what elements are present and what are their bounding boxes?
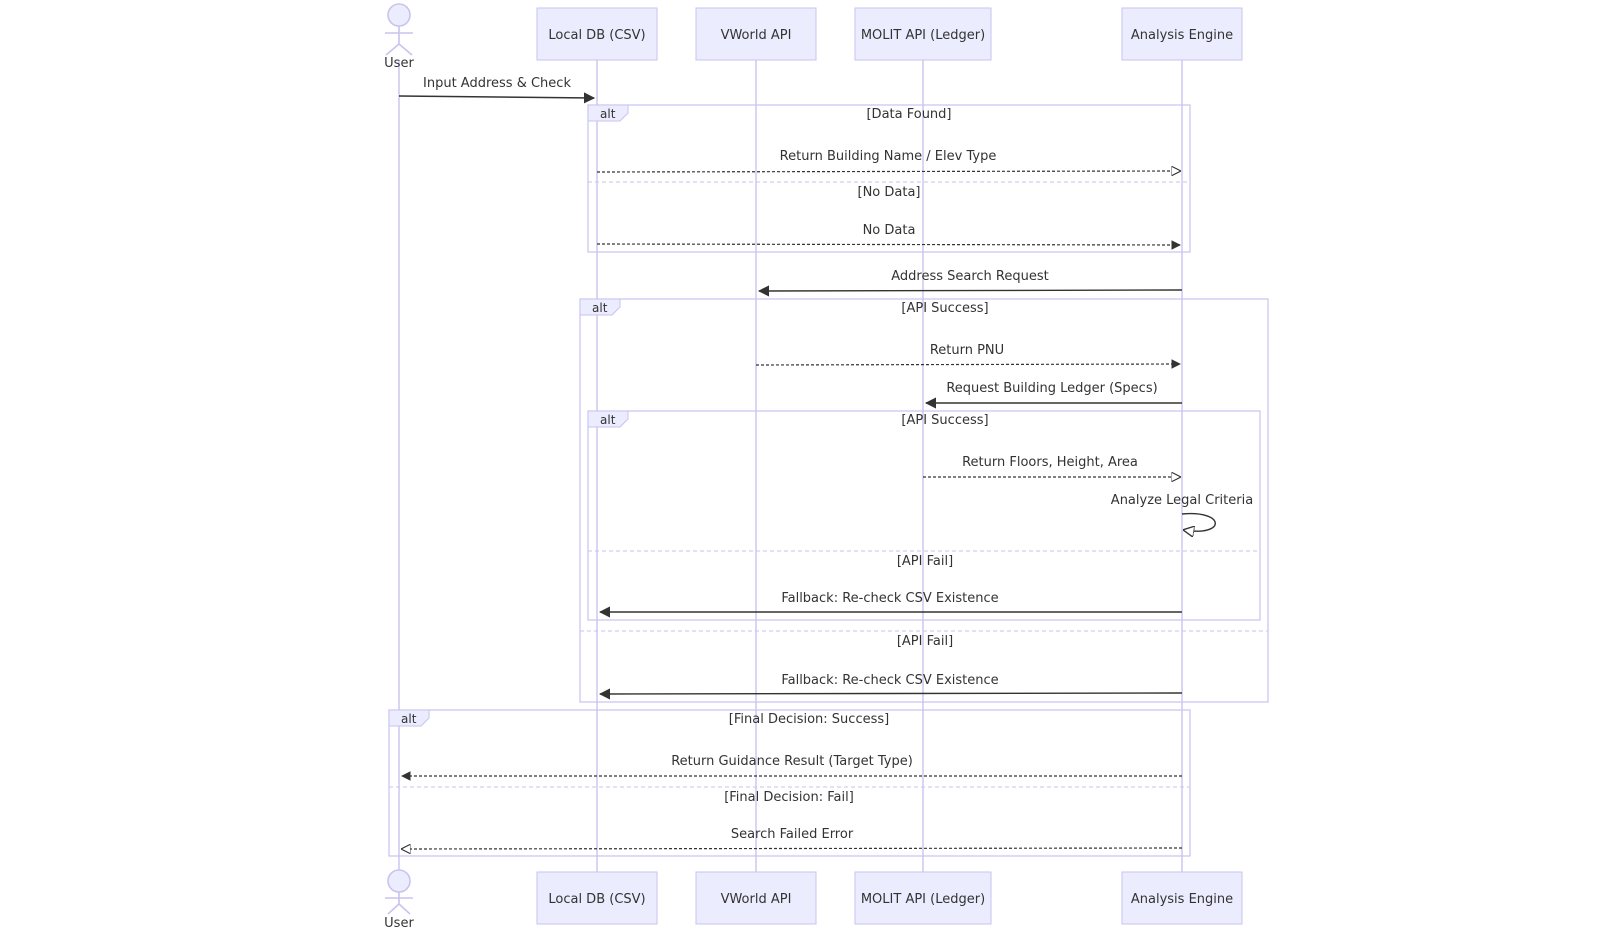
alt-final-cond1: [Final Decision: Success] [729,712,889,727]
message-return-pnu: Return PNU [755,343,1181,369]
svg-text:Return Guidance Result (Target: Return Guidance Result (Target Type) [671,754,913,769]
actor-user-bottom: User [384,869,414,930]
actor-user-top: User [384,3,414,71]
participant-local-db-top: Local DB (CSV) [536,7,658,61]
message-analyze-legal: Analyze Legal Criteria [1111,493,1253,531]
message-no-data: No Data [596,223,1181,250]
message-request-ledger: Request Building Ledger (Specs) [924,381,1182,409]
svg-text:Return PNU: Return PNU [930,343,1004,358]
svg-text:MOLIT API (Ledger): MOLIT API (Ledger) [861,892,985,907]
message-return-guidance: Return Guidance Result (Target Type) [401,754,1182,781]
participant-local-db-bottom: Local DB (CSV) [536,871,658,925]
participant-engine-bottom: Analysis Engine [1121,871,1243,925]
svg-text:Analyze Legal Criteria: Analyze Legal Criteria [1111,493,1253,508]
svg-text:No Data: No Data [863,223,916,238]
alt-api-cond1: [API Success] [901,301,988,316]
alt-final-cond2: [Final Decision: Fail] [724,790,854,805]
message-fallback-inner: Fallback: Re-check CSV Existence [598,591,1182,618]
message-input-address: Input Address & Check [398,76,596,104]
alt-db-cond1: [Data Found] [866,107,951,122]
svg-text:Return Floors, Height, Area: Return Floors, Height, Area [962,455,1138,470]
alt-api-cond2: [API Fail] [897,634,953,649]
message-address-search: Address Search Request [757,269,1183,297]
actor-user-label-top: User [384,56,414,71]
participant-vworld-bottom: VWorld API [695,871,817,925]
svg-text:MOLIT API (Ledger): MOLIT API (Ledger) [861,28,985,43]
alt-fragment-api: alt [API Success] [API Fail] [579,298,1269,703]
alt-db-tag: alt [600,107,616,121]
alt-fragment-db: alt [Data Found] [No Data] [587,104,1191,253]
participant-vworld-top: VWorld API [695,7,817,61]
alt-fragment-final: alt [Final Decision: Success] [Final Dec… [388,709,1191,857]
svg-text:VWorld API: VWorld API [721,892,792,907]
alt-db-cond2: [No Data] [858,185,921,200]
message-fallback-outer: Fallback: Re-check CSV Existence [598,673,1183,700]
alt-api-tag: alt [592,301,608,315]
svg-text:Fallback: Re-check CSV Existen: Fallback: Re-check CSV Existence [781,673,998,688]
alt-ledger-tag: alt [600,413,616,427]
alt-ledger-cond2: [API Fail] [897,554,953,569]
actor-user-label-bottom: User [384,916,414,930]
svg-text:Fallback: Re-check CSV Existen: Fallback: Re-check CSV Existence [781,591,998,606]
svg-text:Analysis Engine: Analysis Engine [1131,892,1233,907]
participant-molit-top: MOLIT API (Ledger) [854,7,992,61]
message-search-failed: Search Failed Error [402,827,1183,849]
message-return-floors: Return Floors, Height, Area [923,455,1180,477]
alt-fragment-ledger: alt [API Success] [API Fail] [587,410,1261,621]
svg-text:Address Search Request: Address Search Request [891,269,1049,284]
alt-ledger-cond1: [API Success] [901,413,988,428]
svg-text:Analysis Engine: Analysis Engine [1131,28,1233,43]
svg-text:Local DB (CSV): Local DB (CSV) [548,892,645,907]
svg-text:Search Failed Error: Search Failed Error [731,827,854,842]
message-return-building: Return Building Name / Elev Type [596,149,1180,172]
svg-text:Local DB (CSV): Local DB (CSV) [548,28,645,43]
participant-molit-bottom: MOLIT API (Ledger) [854,871,992,925]
svg-text:Input Address & Check: Input Address & Check [423,76,571,91]
svg-text:Return Building Name / Elev Ty: Return Building Name / Elev Type [780,149,997,164]
svg-text:VWorld API: VWorld API [721,28,792,43]
svg-text:Request Building Ledger (Specs: Request Building Ledger (Specs) [946,381,1157,396]
alt-final-tag: alt [401,712,417,726]
participant-engine-top: Analysis Engine [1121,7,1243,61]
